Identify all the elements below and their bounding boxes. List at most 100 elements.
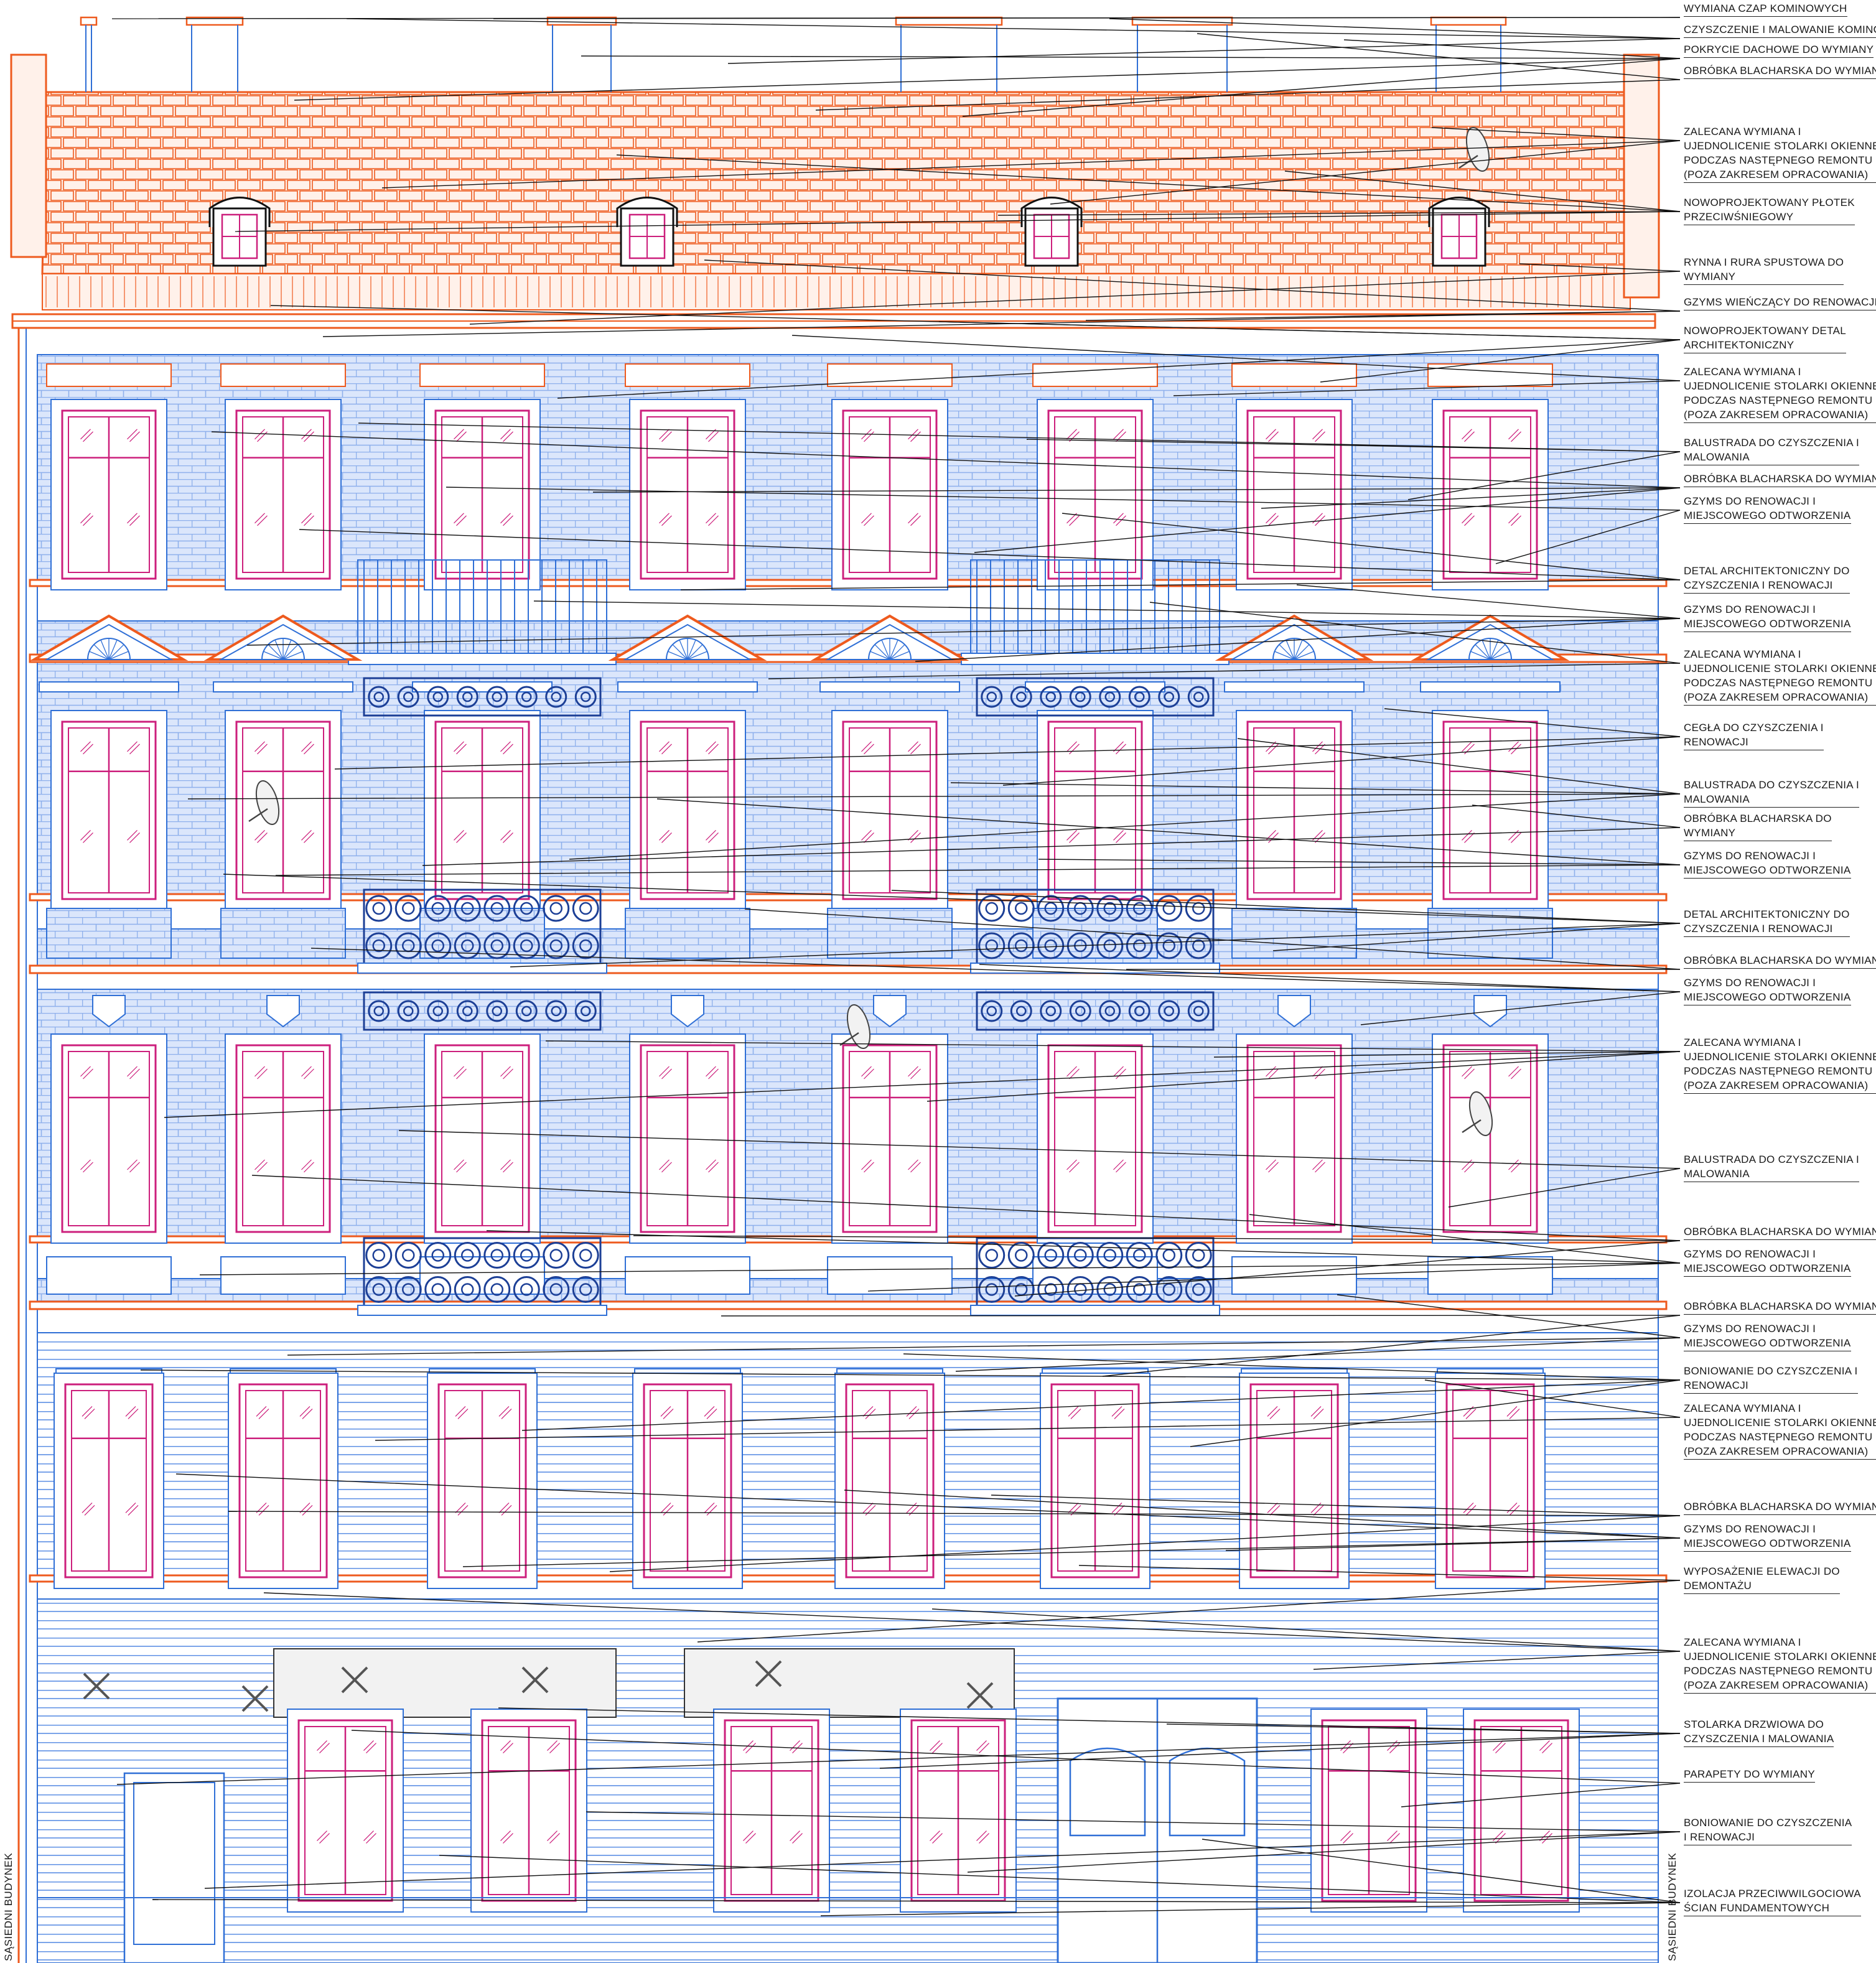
- window-glass-hatch: [862, 1502, 874, 1513]
- balustrade-scroll: [427, 686, 449, 708]
- window-glass-hatch: [1313, 1504, 1324, 1516]
- window-glass-hatch: [1111, 1502, 1122, 1513]
- window-glass-hatch: [547, 1740, 558, 1751]
- leader-line: [656, 798, 1681, 865]
- window-glass-hatch: [500, 829, 511, 841]
- balcony-slab: [970, 1305, 1220, 1316]
- window-glass-hatch: [454, 1066, 464, 1077]
- window-glass-hatch: [908, 741, 918, 752]
- window-glass-hatch: [1066, 741, 1077, 752]
- leader-line: [915, 618, 1681, 662]
- window-glass-hatch: [1506, 1406, 1518, 1417]
- annotation-line: ZALECANA WYMIANA I: [1684, 1037, 1801, 1048]
- balustrade-scroll: [365, 1242, 393, 1269]
- balustrade-scroll: [574, 686, 597, 708]
- window-glass-hatch: [1465, 1504, 1477, 1516]
- window-glass-hatch: [501, 1504, 512, 1516]
- window-glass-hatch: [659, 829, 670, 841]
- window-glass-hatch: [257, 744, 268, 755]
- window-glass-hatch: [1312, 1066, 1323, 1077]
- annotation-17: CEGŁA DO CZYSZCZENIA I RENOWACJI: [1684, 720, 1824, 750]
- window-glass-hatch: [706, 1408, 717, 1419]
- leader-line: [1149, 602, 1681, 664]
- leader-line: [164, 1051, 1681, 1118]
- balustrade-scroll: [461, 1249, 474, 1262]
- annotation-20: GZYMS DO RENOWACJI I MIEJSCOWEGO ODTWORZ…: [1684, 849, 1851, 879]
- apron-panel: [1427, 1256, 1553, 1295]
- roof-covering: [41, 91, 1630, 275]
- balustrade-scroll: [424, 895, 452, 922]
- window-glass-hatch: [301, 829, 312, 841]
- leader-line: [439, 1855, 1681, 1903]
- balustrade-scroll: [490, 1283, 503, 1296]
- chimney-cap: [895, 16, 1003, 26]
- window-glass-hatch: [1070, 1408, 1081, 1419]
- window-glass-hatch: [80, 829, 91, 841]
- leader-line: [462, 1537, 1681, 1567]
- window-glass-hatch: [1508, 513, 1519, 524]
- window-glass-hatch: [1493, 1740, 1503, 1751]
- annotation-29: GZYMS DO RENOWACJI I MIEJSCOWEGO ODTWORZ…: [1684, 1322, 1851, 1351]
- leader-line: [422, 827, 1681, 866]
- leader-line: [1190, 1379, 1681, 1447]
- balustrade-scroll: [549, 1249, 562, 1262]
- window-glass-hatch: [1462, 1159, 1472, 1170]
- window-glass-hatch: [1113, 1066, 1124, 1077]
- window-glass-hatch: [1312, 1159, 1323, 1170]
- leader-line: [204, 1831, 1681, 1889]
- window-glass-hatch: [979, 1833, 989, 1844]
- balustrade-scroll: [1193, 1005, 1204, 1017]
- window-glass-hatch: [1389, 1833, 1400, 1844]
- balustrade-scroll: [1134, 1005, 1145, 1017]
- leader-line: [310, 948, 1681, 992]
- window-glass-hatch: [862, 1406, 874, 1417]
- leader-line: [903, 1353, 1681, 1381]
- balustrade-scroll: [579, 939, 592, 953]
- leader-line: [398, 1130, 1681, 1169]
- balustrade-scroll: [520, 1283, 533, 1296]
- window-cornice: [1420, 681, 1561, 692]
- balustrade-scroll: [373, 1005, 384, 1017]
- annotation-line: GZYMS DO RENOWACJI I: [1684, 977, 1816, 989]
- leader-line: [1296, 584, 1681, 619]
- window-glass-hatch: [708, 1068, 719, 1079]
- window-glass-hatch: [1268, 1068, 1279, 1079]
- window-glass-hatch: [659, 1159, 670, 1170]
- window-glass-hatch: [1511, 431, 1521, 442]
- window-glass-hatch: [743, 1830, 754, 1842]
- window-glass-hatch: [864, 744, 874, 755]
- balustrade-scroll: [483, 932, 511, 959]
- balustrade-scroll: [1069, 1000, 1091, 1022]
- annotation-line: UJEDNOLICENIE STOLARKI OKIENNEJ: [1684, 140, 1876, 152]
- balustrade-scroll: [581, 691, 591, 702]
- annotation-line: PODCZAS NASTĘPNEGO REMONTU: [1684, 677, 1873, 689]
- annotation-36: STOLARKA DRZWIOWA DO CZYSZCZENIA I MALOW…: [1684, 1717, 1834, 1747]
- window-glass-hatch: [1269, 1504, 1281, 1516]
- balustrade-scroll: [368, 686, 390, 708]
- annotation-line: UJEDNOLICENIE STOLARKI OKIENNEJ: [1684, 1051, 1876, 1063]
- balustrade-scroll: [456, 686, 478, 708]
- window-glass-hatch: [500, 1740, 511, 1751]
- balustrade-scroll: [492, 1005, 502, 1017]
- window-glass-hatch: [503, 431, 513, 442]
- window-glass-hatch: [1340, 1740, 1351, 1751]
- balustrade-scroll: [1187, 1000, 1210, 1022]
- leader-line: [1384, 708, 1681, 737]
- leader-line: [351, 1730, 1681, 1784]
- window-glass-hatch: [1508, 1066, 1519, 1077]
- annotation-line: UJEDNOLICENIE STOLARKI OKIENNEJ: [1684, 1651, 1876, 1662]
- pediment-shell: [1274, 651, 1295, 660]
- window-glass-hatch: [910, 431, 921, 442]
- leader-line: [1472, 804, 1681, 828]
- balustrade-scroll: [1037, 895, 1065, 922]
- window-glass-hatch: [1116, 744, 1126, 755]
- annotation-line: PODCZAS NASTĘPNEGO REMONTU: [1684, 154, 1873, 166]
- window-glass-hatch: [129, 832, 140, 843]
- cornice: [37, 1307, 1659, 1333]
- annotation-line: WYPOSAŻENIE ELEWACJI DO: [1684, 1565, 1840, 1577]
- window-glass-hatch: [317, 1830, 327, 1842]
- window-glass-hatch: [910, 515, 921, 526]
- leader-line: [926, 1051, 1681, 1102]
- window-glass-hatch: [704, 1502, 715, 1513]
- leader-line: [263, 1592, 1681, 1652]
